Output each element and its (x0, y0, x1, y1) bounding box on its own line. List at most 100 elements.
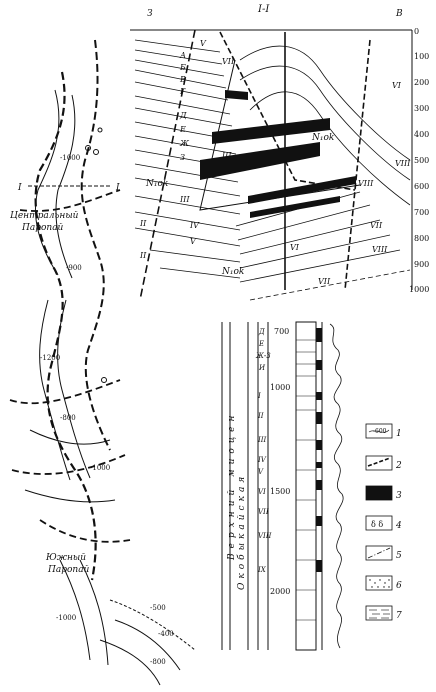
legend-num: 1 (396, 429, 402, 439)
depth-tick: 100 (414, 52, 429, 61)
column-letter: И (258, 364, 266, 372)
fault-line (34, 71, 97, 581)
unit-roman: V (200, 39, 207, 48)
column-depth: 1500 (270, 487, 290, 496)
section-unit-romans: V VII III III II IV V II VI VI VIII VIII… (139, 39, 411, 286)
unit-letter: З (180, 153, 185, 162)
unit-roman: VIII (372, 245, 388, 254)
depth-tick: 900 (414, 260, 429, 269)
age-label: N₁ok (145, 179, 168, 189)
legend-num: 2 (395, 461, 402, 471)
unit-roman: VIII (395, 159, 411, 168)
unit-roman: II (139, 251, 147, 260)
area-central-line1: Центральный (10, 211, 79, 221)
depth-tick: 600 (414, 182, 429, 191)
contour-line (39, 299, 71, 481)
contour-label: -800 (60, 414, 76, 422)
contour-label: -900 (66, 264, 82, 272)
unit-roman: VI (290, 243, 300, 252)
contour-line (55, 94, 76, 279)
depth-tick: 300 (414, 104, 429, 113)
contour-line (114, 619, 181, 671)
column-roman: V (258, 468, 264, 476)
legend-swatch-text: δ δ (371, 520, 383, 529)
legend-item-2: 2 (365, 455, 402, 471)
column-roman: IV (257, 456, 267, 464)
section-marker-east: I (115, 183, 120, 193)
contour-line (99, 639, 161, 686)
contour-line (59, 559, 91, 661)
legend-num: 5 (396, 551, 402, 561)
contour-label: -1200 (40, 354, 60, 362)
contour-line (34, 89, 60, 276)
section-title: I-I (257, 4, 270, 15)
legend-num: 3 (396, 491, 402, 501)
legend-item-5: 5 (365, 545, 402, 561)
column-roman: IX (257, 566, 267, 574)
age-label: N₁ok (311, 133, 334, 143)
depth-tick: 1000 (409, 285, 429, 294)
column-roman: VI (258, 488, 266, 496)
area-south-line2: Паропай (47, 565, 90, 575)
productive-beds (200, 90, 356, 218)
legend: -600 1 2 3 δ δ 4 5 (365, 423, 402, 621)
cross-section: I-I З В (130, 4, 429, 301)
contour-label: -1000 (60, 154, 80, 162)
well-marker (93, 149, 99, 155)
legend-item-7: 7 (365, 605, 402, 621)
well-marker (101, 377, 107, 383)
column-roman: III (257, 436, 267, 444)
unit-letter: А (179, 51, 186, 60)
fault-line (39, 519, 131, 543)
contour-line (29, 429, 111, 445)
column-roman: II (257, 412, 264, 420)
unit-letter: Г (179, 87, 186, 96)
series-label: Верхний миоцен (227, 411, 237, 561)
unit-letter: Е (179, 125, 186, 134)
section-unit-letters: А Б В Г Д Е Ж З (179, 51, 190, 162)
column-letter: Е (258, 340, 264, 348)
contour-line (24, 489, 116, 503)
column-roman: VIII (258, 532, 272, 540)
unit-roman: VIII (358, 179, 374, 188)
section-depth-ticks: 0 100 200 300 400 500 600 700 800 900 10… (409, 27, 429, 294)
column-depth: 2000 (270, 587, 290, 596)
unit-roman: VI (392, 81, 402, 90)
well-marker (85, 145, 91, 151)
unit-roman: III (221, 151, 232, 160)
legend-num: 6 (396, 581, 402, 591)
structure-map (9, 39, 196, 686)
depth-tick: 500 (414, 156, 429, 165)
fault-line (9, 379, 121, 405)
contour-label: -1000 (56, 614, 76, 622)
fault-line (19, 189, 121, 212)
legend-num: 4 (395, 521, 402, 531)
unit-roman: VII (318, 277, 331, 286)
age-label: N₁ok (221, 267, 244, 277)
depth-tick: 400 (414, 130, 429, 139)
unit-roman: V (190, 237, 197, 246)
log-curve (329, 323, 344, 649)
legend-item-3: 3 (365, 485, 402, 501)
contour-label: -1000 (90, 464, 110, 472)
legend-item-1: -600 1 (365, 423, 402, 439)
contour-line (79, 559, 109, 666)
column-letter: Ж-З (255, 352, 271, 360)
unit-roman: IV (189, 221, 200, 230)
legend-item-6: 6 (365, 575, 402, 591)
section-east-label: В (395, 9, 403, 19)
depth-tick: 800 (414, 234, 429, 243)
fault-line (11, 454, 126, 475)
column-letter: Д (258, 328, 265, 336)
legend-item-4: δ δ 4 (365, 515, 402, 531)
unit-roman: II (139, 219, 147, 228)
contour-label: -800 (150, 658, 166, 666)
contour-label: -500 (150, 604, 166, 612)
bedding-lines (134, 39, 411, 301)
area-central-line2: Паропай (21, 223, 64, 233)
section-west-label: З (147, 9, 153, 19)
unit-roman: III (179, 195, 190, 204)
legend-num: 7 (396, 611, 402, 621)
unit-letter: Ж (179, 139, 190, 148)
